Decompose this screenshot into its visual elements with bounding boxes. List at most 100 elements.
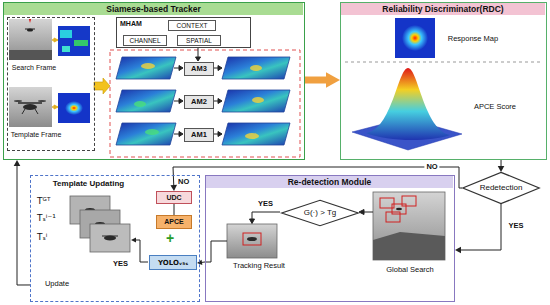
arrow (179, 99, 183, 104)
template-images (70, 196, 130, 252)
marker (29, 19, 31, 23)
diamond-shape (463, 172, 539, 203)
branch-label: YES (113, 260, 128, 268)
connector-line (173, 167, 462, 188)
input-box: Search FrameTemplate Frame (7, 17, 95, 151)
photo (227, 224, 277, 258)
branch-label: YES (258, 200, 273, 208)
plus-sign: + (166, 231, 174, 246)
template-symbol: Tₛⁱ (37, 233, 47, 243)
arrow (359, 210, 364, 215)
node-label: CHANNEL (129, 37, 160, 44)
flow-arrow (14, 160, 30, 285)
panel-title: Reliability Discriminator(RDC) (341, 3, 545, 15)
feature-map (245, 133, 259, 139)
arrow (218, 66, 222, 71)
redetection-arrows (205, 210, 373, 263)
node-label: AM2 (191, 98, 207, 107)
process-box: YOLOᵥ₅ₛ (149, 255, 197, 270)
node-label: APCE (164, 218, 183, 226)
feature-map (116, 123, 176, 145)
photo (9, 87, 52, 127)
feature-map (250, 65, 262, 71)
flow-arrow (455, 204, 501, 253)
drone (396, 208, 402, 211)
feature-map (222, 57, 290, 79)
flow-arrow (170, 167, 462, 191)
drone (102, 236, 118, 237)
photo (373, 192, 445, 260)
panel-title: Siamese-based Tracker (4, 3, 303, 15)
edge-label: NO (424, 163, 439, 171)
arrow (218, 132, 222, 137)
search-heatmap (58, 26, 90, 56)
arrow (218, 99, 222, 104)
node-label: YOLOᵥ₅ₛ (158, 258, 188, 266)
arrow (54, 105, 58, 109)
diamond-shape (282, 200, 358, 225)
branch-label: NO (178, 178, 189, 186)
apce-surface (352, 68, 462, 150)
image-caption: Template Frame (8, 131, 64, 139)
module-box: MHAMCONTEXTCHANNELSPATIAL (116, 17, 251, 48)
drone (18, 102, 42, 104)
arrowhead (455, 247, 461, 254)
flow-arrow (305, 72, 340, 87)
arrowhead (326, 72, 340, 87)
process-box: AM1 (184, 128, 214, 142)
connector-line (459, 204, 501, 250)
arrow (179, 66, 183, 71)
feature-map (222, 90, 290, 112)
update-arrow (131, 238, 148, 263)
panel: Siamese-based TrackerSearch FrameTemplat… (3, 2, 305, 160)
heatmap (62, 46, 70, 52)
search-frame-image (9, 19, 52, 60)
feature-map (116, 90, 176, 112)
step-label: Update (37, 280, 77, 289)
drone (38, 100, 46, 102)
module-title: MHAM (120, 20, 142, 28)
decision-diamond: G(·) > Tg (281, 200, 359, 226)
arrow (196, 57, 201, 61)
feature-map (116, 57, 176, 79)
panel: Re-detection ModuleTracking ResultGlobal… (205, 175, 455, 302)
feature-map (252, 97, 264, 103)
arrow (179, 132, 183, 137)
process-box: AM3 (184, 62, 214, 76)
flow-arrow (197, 260, 205, 265)
process-box: AM2 (184, 95, 214, 109)
arrow (250, 219, 255, 224)
heatmap (395, 18, 435, 58)
node-label: UDC (166, 193, 181, 201)
attention-box: CHANNEL (123, 35, 167, 46)
process-box: APCE (156, 215, 192, 229)
drone (247, 237, 257, 241)
heatmap (74, 40, 88, 46)
arrow (205, 241, 227, 262)
image-caption: APCE Score (465, 103, 525, 112)
node-label: AM3 (191, 65, 207, 74)
drone (35, 109, 38, 114)
drone (27, 29, 33, 32)
template-heatmap (58, 93, 90, 123)
node-label: Redetection (480, 183, 523, 192)
arrow (198, 47, 199, 58)
arrowhead (498, 166, 505, 172)
feature-box (110, 50, 300, 157)
template-frame-image (9, 87, 52, 127)
global-search-image (373, 192, 445, 260)
attention-box: CONTEXT (168, 20, 216, 31)
image-caption: Tracking Result (224, 262, 294, 271)
arrow (131, 238, 136, 243)
panel-title: Re-detection Module (206, 176, 453, 188)
map-arrows (174, 47, 222, 137)
bounding-box (386, 212, 400, 222)
edge-label: YES (506, 222, 525, 230)
surface (366, 68, 450, 140)
divider (345, 62, 543, 63)
ground (9, 50, 52, 60)
ground (373, 232, 445, 260)
